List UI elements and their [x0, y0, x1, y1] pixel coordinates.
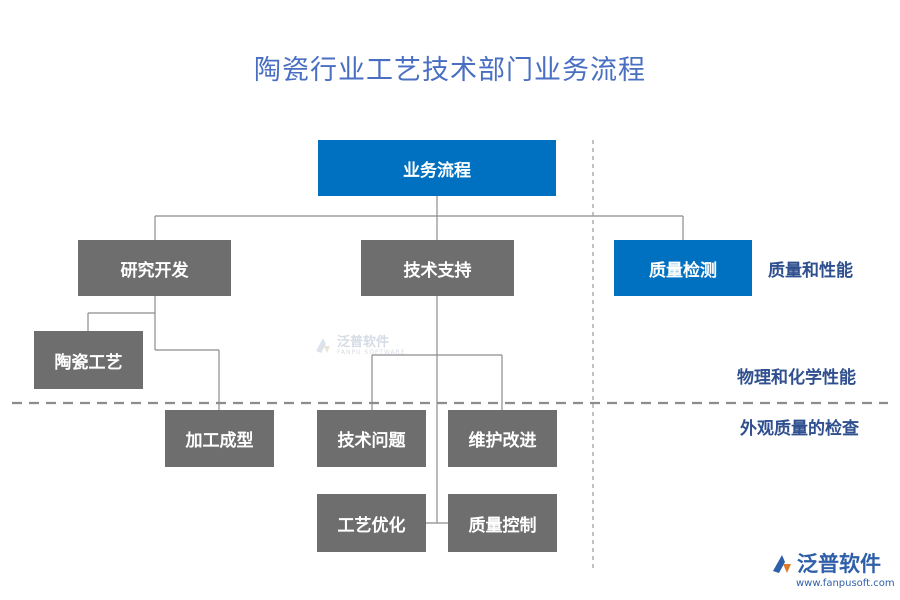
box-ceramic-craft: 陶瓷工艺 [34, 331, 143, 389]
brand-logo: 泛普软件 www.fanpusoft.com [770, 552, 895, 589]
box-rnd: 研究开发 [78, 240, 231, 296]
label-appearance-check: 外观质量的检查 [740, 419, 859, 439]
box-root: 业务流程 [318, 140, 556, 196]
watermark-logo-icon [316, 338, 330, 353]
logo-text: 泛普软件 [797, 551, 881, 576]
logo-url: www.fanpusoft.com [796, 578, 895, 589]
box-maintenance: 维护改进 [448, 410, 557, 467]
box-quality-ctrl: 质量控制 [448, 494, 557, 552]
watermark-text: 泛普软件 [337, 335, 390, 350]
box-tech-issue: 技术问题 [317, 410, 426, 467]
fanpu-logo-icon [773, 555, 791, 573]
watermark-subtext: FANPU SOFTWARE [337, 349, 406, 356]
box-quality-test: 质量检测 [614, 240, 752, 296]
box-process-opt: 工艺优化 [317, 494, 426, 552]
watermark: 泛普软件 FANPU SOFTWARE [312, 335, 406, 357]
label-quality-performance: 质量和性能 [768, 261, 853, 281]
box-tech-support: 技术支持 [361, 240, 514, 296]
diagram-title: 陶瓷行业工艺技术部门业务流程 [254, 55, 646, 86]
box-processing: 加工成型 [165, 410, 274, 467]
label-phys-chem: 物理和化学性能 [737, 368, 856, 388]
